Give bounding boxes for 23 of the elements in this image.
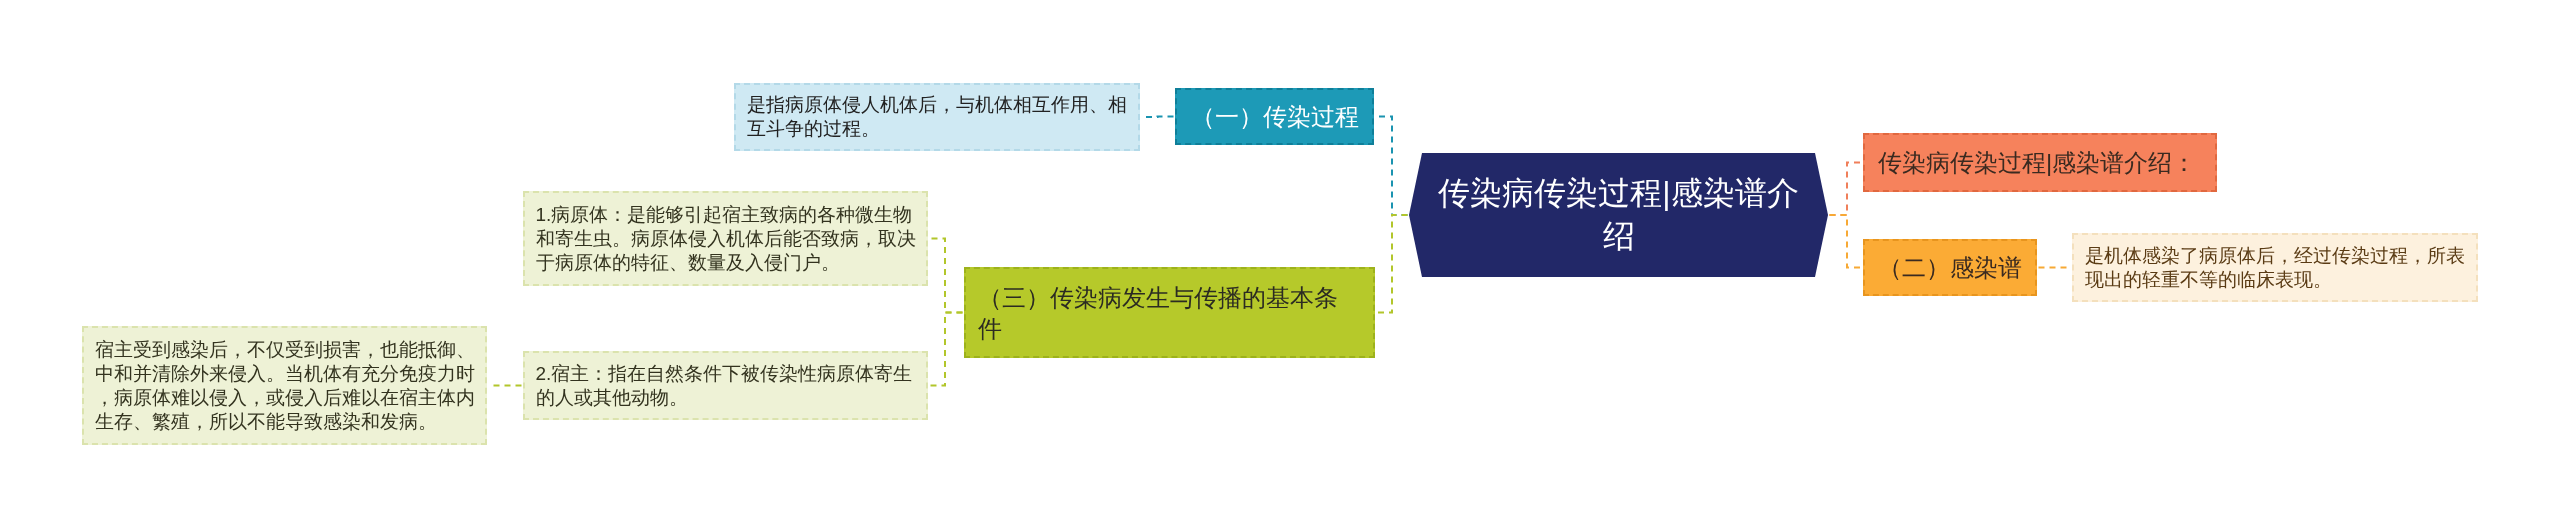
note-box xyxy=(734,83,1140,151)
branch-topic-box xyxy=(1175,88,1374,145)
central-topic-title: 传染病传染过程|感染谱介绍 xyxy=(1437,174,1800,256)
connector-line xyxy=(1828,214,1863,269)
branch-topic-box xyxy=(1863,133,2217,192)
note-text: 2.宿主：指在自然条件下被传染性病原体寄生的人或其他动物。 xyxy=(535,361,914,410)
note-text: 1.病原体：是能够引起宿主致病的各种微生物和寄生虫。病原体侵入机体后能否致病，取决于病原体的特征、数量及入侵门户。 xyxy=(535,202,916,275)
branch-topic-label: （二）感染谱 xyxy=(1878,252,2022,283)
connector-line xyxy=(1375,214,1409,314)
branch-topic-label: 传染病传染过程|感染谱介绍： xyxy=(1878,147,2197,178)
note-text: 是指病原体侵人机体后，与机体相互作用、相互斗争的过程。 xyxy=(746,93,1128,141)
central-topic-hexagon xyxy=(1409,153,1828,277)
branch-topic-label: （三）传染病发生与传播的基本条件 xyxy=(978,282,1339,344)
note-box xyxy=(523,351,928,420)
branch-topic-label: （一）传染过程 xyxy=(1190,101,1359,132)
note-text: 是机体感染了病原体后，经过传染过程，所表现出的轻重不等的临床表现。 xyxy=(2084,243,2466,292)
branch-topic-box xyxy=(964,267,1375,358)
branch-topic-box xyxy=(1863,239,2037,296)
note-text: 宿主受到感染后，不仅受到损害，也能抵御、中和并清除外来侵入。当机体有充分免疫力时，病原体难以侵入，或侵入后难以在宿主体内生存、繁殖，所以不能导致感染和发病。 xyxy=(94,337,475,434)
note-box xyxy=(523,191,928,286)
connector-line xyxy=(928,311,964,387)
note-box xyxy=(82,326,487,445)
note-box xyxy=(2072,233,2478,302)
